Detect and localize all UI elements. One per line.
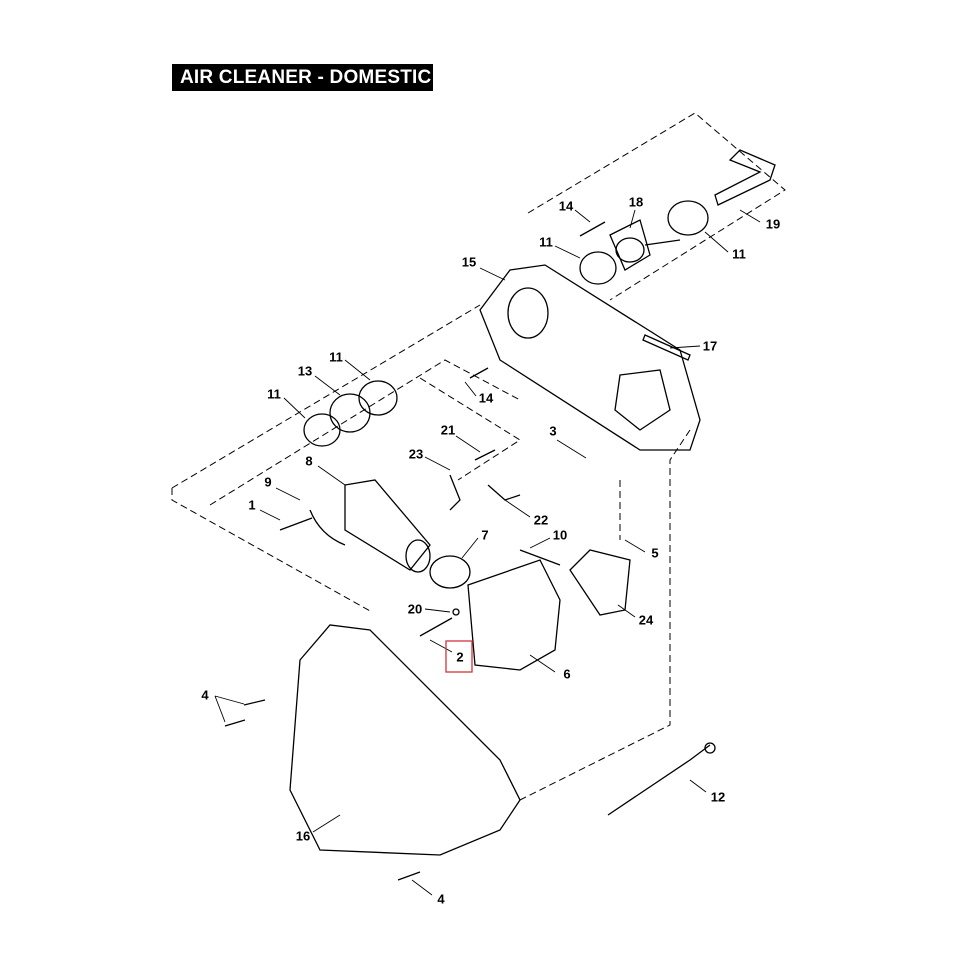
callout-6: 6 [563,666,570,681]
callout-9: 9 [264,474,271,489]
part-7-gasket [429,555,471,589]
part-20-washer [452,608,460,616]
part-12-cable [607,742,716,816]
part-2-screw [419,617,453,637]
part-11-gasket [303,200,709,447]
part-9-clip [309,509,346,546]
callout-14: 14 [559,198,574,213]
part-15-backplate [479,264,701,451]
callout-21: 21 [441,422,455,437]
callout-2: 2 [456,649,463,664]
callout-24: 24 [639,612,654,627]
part-21-23-22-hoses [449,449,521,511]
callout-3: 3 [549,423,556,438]
part-8-tube [344,479,431,573]
callout-23: 23 [409,446,423,461]
callout-11: 11 [329,349,343,364]
part-18-bracket [609,219,681,271]
callout-11: 11 [539,234,553,249]
callout-5: 5 [651,545,658,560]
callout-19: 19 [766,216,780,231]
callout-4: 4 [201,687,209,702]
callout-11: 11 [732,246,746,261]
part-1-screw [279,517,313,531]
part-6-cover [467,559,561,671]
callout-1: 1 [248,497,255,512]
callout-12: 12 [711,789,725,804]
callout-10: 10 [553,527,567,542]
part-10-strip [519,549,561,566]
callout-17: 17 [703,338,717,353]
callout-16: 16 [296,828,310,843]
callout-7: 7 [481,527,488,542]
part-17-strip [642,334,691,361]
leader-lines [214,209,761,896]
part-24-filter [569,549,631,616]
part-14-fitting [469,221,606,379]
highlight-box [445,640,473,673]
callout-4: 4 [437,891,445,906]
callout-18: 18 [629,194,643,209]
diagram-title: AIR CLEANER - DOMESTIC [172,64,433,91]
callout-8: 8 [305,453,312,468]
part-16-outer-cover [289,624,521,856]
callout-11: 11 [267,386,281,401]
callout-13: 13 [298,363,312,378]
callout-labels: 19 14 18 11 11 15 17 11 13 11 14 21 3 23… [201,194,780,906]
assembly-guide-lines [171,112,786,801]
callout-15: 15 [462,254,476,269]
callout-22: 22 [534,512,548,527]
callout-20: 20 [408,601,422,616]
part-19-hose [714,149,776,206]
part-4-screws [224,699,421,881]
callout-14: 14 [479,390,494,405]
part-13-gasket [329,393,371,433]
